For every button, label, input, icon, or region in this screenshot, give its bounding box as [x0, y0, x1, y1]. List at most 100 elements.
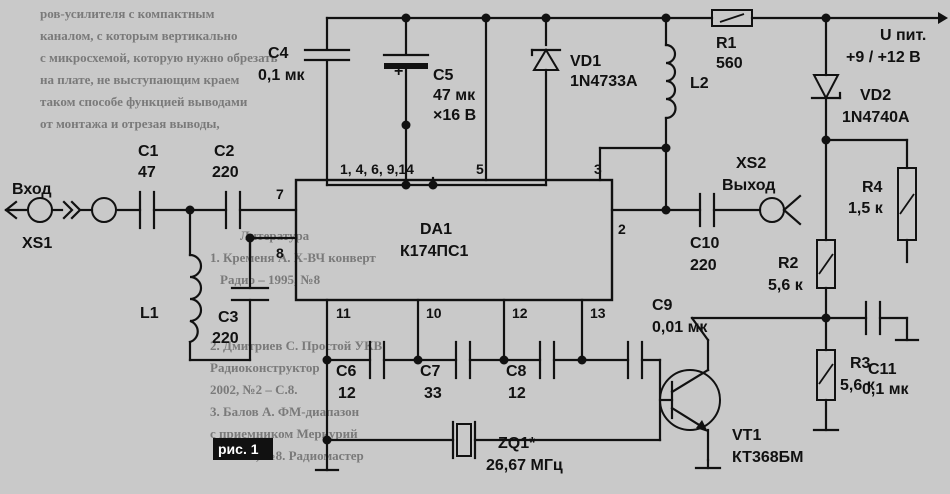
resistor-r3 — [816, 349, 836, 401]
r1-value: 560 — [716, 55, 743, 72]
bg-line: с микросхемой, которую нужно обрезать — [40, 50, 278, 65]
c5-plus: + — [394, 63, 403, 80]
r3-name: R3 — [850, 355, 871, 372]
c10-name: C10 — [690, 235, 719, 252]
pin-5: 5 — [476, 161, 484, 177]
r2-value: 5,6 к — [768, 277, 804, 294]
c7-name: C7 — [420, 363, 441, 380]
bg-line: 2002, №2 – С.8. — [210, 382, 297, 397]
supply-arrow-icon — [938, 12, 948, 24]
ground-symbols — [314, 338, 920, 472]
ic-da1 — [294, 178, 614, 302]
bg-line: на плате, не выступающим краем — [40, 72, 239, 87]
vd1-value: 1N4733A — [570, 73, 638, 90]
bg-line: Радиоконструктор — [210, 360, 320, 375]
l1-name: L1 — [140, 305, 159, 322]
c2-name: C2 — [214, 143, 235, 160]
c11-name: C11 — [868, 361, 897, 378]
capacitor-c2 — [224, 190, 242, 230]
c9-name: C9 — [652, 297, 673, 314]
inductor-l1 — [188, 253, 203, 344]
capacitor-c6 — [368, 340, 386, 380]
input-label: Вход — [12, 181, 52, 198]
pin-8: 8 — [276, 245, 284, 261]
crystal-zq1 — [451, 420, 477, 460]
vt1-value: КТ368БМ — [732, 449, 803, 466]
junction-dots — [185, 13, 831, 445]
bg-line: от монтажа и отрезая выводы, — [40, 116, 220, 131]
r3-value: 5,6 к — [840, 377, 876, 394]
c3-value: 220 — [212, 330, 239, 347]
c7-value: 33 — [424, 385, 442, 402]
capacitor-c3 — [230, 286, 270, 302]
pin-7: 7 — [276, 186, 284, 202]
pin-13: 13 — [590, 305, 606, 321]
c6-name: C6 — [336, 363, 357, 380]
vt1-name: VT1 — [732, 427, 761, 444]
bg-line: Литература — [240, 228, 310, 243]
figure-label: рис. 1 — [218, 441, 259, 457]
zener-diode-vd1 — [530, 48, 562, 71]
c5-value2: ×16 В — [433, 107, 476, 124]
c9-value: 0,01 мк — [652, 319, 708, 336]
background-text-column: ров-усилителя с компактным каналом, с ко… — [40, 6, 383, 463]
c4-name: C4 — [268, 45, 289, 62]
output-label: Выход — [722, 177, 775, 194]
bg-line: 3. Балов А. ФМ-диапазон — [210, 404, 360, 419]
transistor-vt1 — [659, 338, 721, 462]
c3-name: C3 — [218, 309, 239, 326]
supply-value: +9 / +12 В — [846, 49, 921, 66]
r1-name: R1 — [716, 35, 737, 52]
c11-value: 0,1 мк — [862, 381, 910, 398]
inductor-l2 — [664, 43, 677, 120]
bg-line: таком способе функцией выводами — [40, 94, 248, 109]
zq1-name: ZQ1* — [498, 435, 536, 452]
capacitor-c11 — [864, 300, 882, 336]
vd2-value: 1N4740A — [842, 109, 910, 126]
c6-value: 12 — [338, 385, 356, 402]
xs2-name: XS2 — [736, 155, 766, 172]
input-connector-xs1 — [4, 197, 117, 223]
zener-diode-vd2 — [810, 74, 842, 101]
pin-12: 12 — [512, 305, 528, 321]
capacitor-c7 — [454, 340, 472, 380]
output-connector-xs2 — [759, 194, 802, 226]
bg-line: Радио – 1995, №8 — [220, 272, 321, 287]
zq1-value: 26,67 МГц — [486, 457, 563, 474]
capacitor-c10 — [698, 192, 716, 228]
c10-value: 220 — [690, 257, 717, 274]
r4-value: 1,5 к — [848, 200, 884, 217]
resistor-r4 — [897, 167, 917, 241]
l2-name: L2 — [690, 75, 709, 92]
c5-name: C5 — [433, 67, 454, 84]
vd1-name: VD1 — [570, 53, 601, 70]
pins-top: 1, 4, 6, 9,14 — [340, 161, 414, 177]
c4-value: 0,1 мк — [258, 67, 306, 84]
vd2-name: VD2 — [860, 87, 891, 104]
da1-value: К174ПС1 — [400, 243, 469, 260]
bg-line: с приемником Меркурий — [210, 426, 358, 441]
pin-2: 2 — [618, 221, 626, 237]
c8-name: C8 — [506, 363, 527, 380]
r2-name: R2 — [778, 255, 799, 272]
bg-line: каналом, с которым вертикально — [40, 28, 237, 43]
wires — [116, 16, 940, 472]
bg-line: ров-усилителя с компактным — [40, 6, 215, 21]
c8-value: 12 — [508, 385, 526, 402]
bg-line: 1. Кременя А. Х-ВЧ конверт — [210, 250, 376, 265]
pin-11: 11 — [336, 305, 351, 321]
capacitor-c9 — [626, 340, 644, 380]
r4-name: R4 — [862, 179, 883, 196]
supply-name: U пит. — [880, 27, 926, 44]
pin-3: 3 — [594, 161, 602, 177]
c1-value: 47 — [138, 164, 156, 181]
resistor-r1 — [711, 9, 753, 27]
xs1-name: XS1 — [22, 235, 52, 252]
c2-value: 220 — [212, 164, 239, 181]
capacitor-c1 — [138, 190, 156, 230]
c1-name: C1 — [138, 143, 159, 160]
resistor-r2 — [816, 239, 836, 289]
capacitor-c5 — [382, 53, 430, 69]
